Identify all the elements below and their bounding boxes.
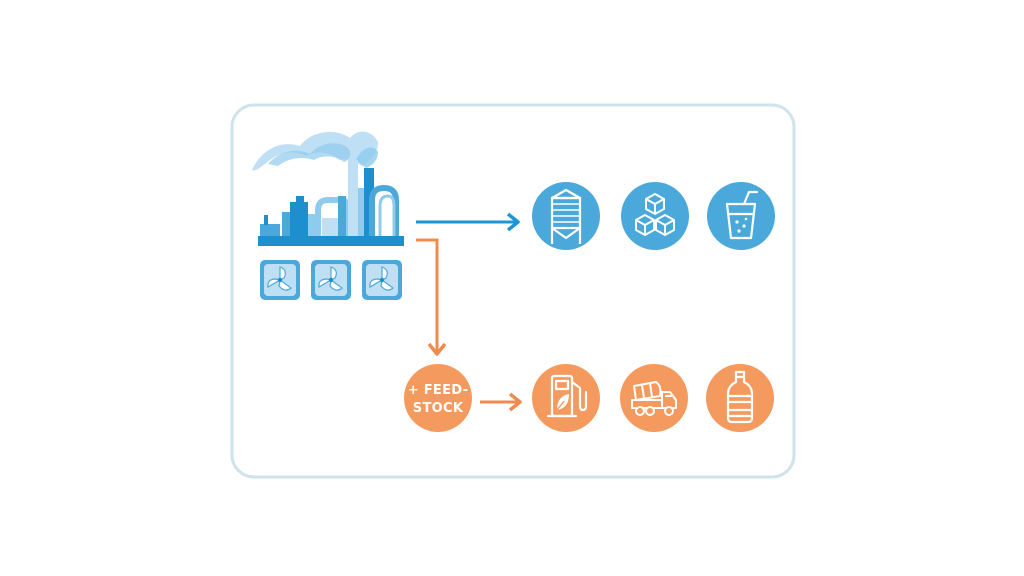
arrow-to-feedstock	[416, 238, 447, 356]
drink-cup-icon	[707, 182, 775, 250]
turbine-icon	[260, 260, 300, 300]
feedstock-label-line2: STOCK	[413, 401, 464, 416]
arrow-to-orange-products	[480, 392, 522, 412]
arrow-to-blue-products	[416, 212, 520, 232]
plastic-bottle-icon	[706, 364, 774, 432]
factory-icon	[252, 131, 404, 246]
biofuel-pump-icon	[532, 364, 600, 432]
turbine-group	[260, 260, 402, 300]
silo-icon	[532, 182, 600, 250]
cubes-icon	[621, 182, 689, 250]
concrete-mixer-truck-icon	[620, 364, 688, 432]
feedstock-label-line1: + FEED-	[408, 383, 469, 398]
feedstock-node: + FEED- STOCK	[404, 364, 472, 432]
turbine-icon	[311, 260, 351, 300]
turbine-icon	[362, 260, 402, 300]
